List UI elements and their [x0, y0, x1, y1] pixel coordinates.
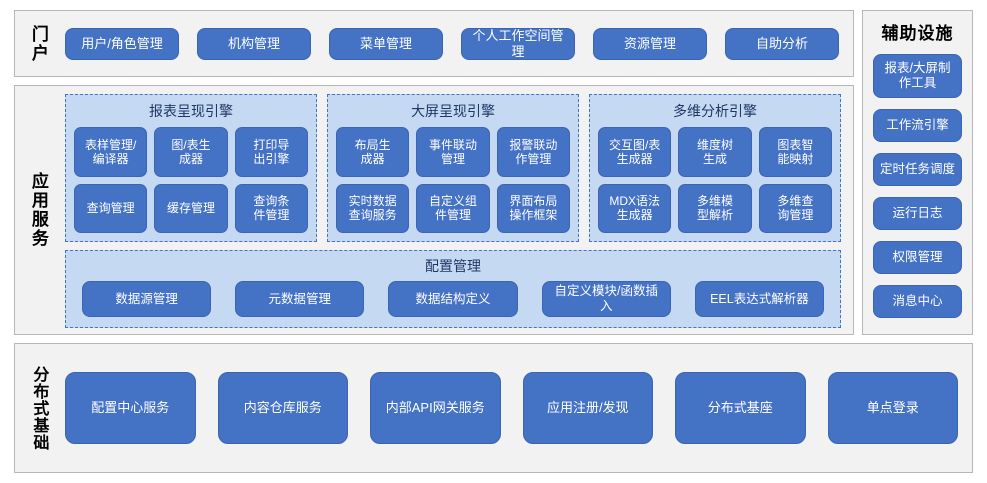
application-services-body: 报表呈现引擎 表样管理/ 编译器 图/表生 成器 打印导 出引擎 查询管理 缓存… — [61, 86, 853, 334]
engine-item-alarm-linkage-action-management[interactable]: 报警联动 作管理 — [496, 127, 570, 177]
portal-item-menu-management[interactable]: 菜单管理 — [329, 27, 443, 60]
auxiliary-facilities-section: 辅助设施 报表/大屏制 作工具 工作流引擎 定时任务调度 运行日志 权限管理 消… — [861, 10, 973, 335]
engine-item-query-condition-management[interactable]: 查询条 件管理 — [234, 183, 308, 233]
distributed-foundation-list: 配置中心服务 内容仓库服务 内部API网关服务 应用注册/发现 分布式基座 单点… — [61, 344, 972, 472]
engine-item-custom-component-management[interactable]: 自定义组 件管理 — [416, 183, 490, 233]
engine-item-query-management[interactable]: 查询管理 — [74, 183, 148, 233]
portal-item-personal-workspace-management[interactable]: 个人工作空间管理 — [461, 27, 575, 60]
engine-item-interactive-chart-table-generator[interactable]: 交互图/表 生成器 — [598, 127, 672, 177]
portal-button-list: 用户/角色管理 机构管理 菜单管理 个人工作空间管理 资源管理 自助分析 — [61, 11, 853, 76]
engine-item-cache-management[interactable]: 缓存管理 — [154, 183, 228, 233]
distributed-item-single-sign-on[interactable]: 单点登录 — [827, 372, 958, 444]
engine-item-template-management-compiler[interactable]: 表样管理/ 编译器 — [74, 127, 148, 177]
config-item-metadata-management[interactable]: 元数据管理 — [235, 281, 365, 317]
portal-item-self-service-analysis[interactable]: 自助分析 — [725, 27, 839, 60]
engine-item-multidimensional-query-management[interactable]: 多维查 询管理 — [758, 183, 832, 233]
engine-item-mdx-syntax-generator[interactable]: MDX语法 生成器 — [598, 183, 672, 233]
configuration-management-group: 配置管理 数据源管理 元数据管理 数据结构定义 自定义模块/函数插入 EEL表达… — [65, 250, 841, 328]
top-row: 门户 用户/角色管理 机构管理 菜单管理 个人工作空间管理 资源管理 自助分析 — [14, 10, 973, 77]
portal-section-label: 门户 — [28, 24, 48, 63]
distributed-foundation-section-label: 分布式基础 — [30, 365, 48, 451]
engine-item-ui-layout-operation-framework[interactable]: 界面布局 操作框架 — [496, 183, 570, 233]
configuration-management-items: 数据源管理 元数据管理 数据结构定义 自定义模块/函数插入 EEL表达式解析器 — [76, 281, 830, 319]
engine-title-multidimensional-analysis: 多维分析引擎 — [673, 103, 757, 119]
middle-row: 应用服务 报表呈现引擎 表样管理/ 编译器 图/表生 成器 打印导 出引擎 查询… — [14, 85, 973, 335]
engine-group-multidimensional-analysis: 多维分析引擎 交互图/表 生成器 维度树 生成 图表智 能映射 MDX语法 生成… — [589, 94, 841, 242]
config-item-datasource-management[interactable]: 数据源管理 — [82, 281, 212, 317]
distributed-item-content-repository-service[interactable]: 内容仓库服务 — [217, 372, 348, 444]
distributed-foundation-section: 分布式基础 配置中心服务 内容仓库服务 内部API网关服务 应用注册/发现 分布… — [14, 343, 973, 473]
configuration-management-title: 配置管理 — [425, 258, 481, 274]
engine-item-event-linkage-management[interactable]: 事件联动 管理 — [416, 127, 490, 177]
config-item-eel-expression-parser[interactable]: EEL表达式解析器 — [694, 281, 825, 317]
auxiliary-facilities-title: 辅助设施 — [881, 24, 954, 43]
config-item-custom-module-function-insertion[interactable]: 自定义模块/函数插入 — [541, 281, 671, 317]
aux-item-operation-log[interactable]: 运行日志 — [872, 197, 962, 230]
engine-title-report-rendering: 报表呈现引擎 — [149, 103, 233, 119]
engine-item-print-export-engine[interactable]: 打印导 出引擎 — [234, 127, 308, 177]
engine-group-report-rendering: 报表呈现引擎 表样管理/ 编译器 图/表生 成器 打印导 出引擎 查询管理 缓存… — [65, 94, 317, 242]
engine-group-large-screen-rendering: 大屏呈现引擎 布局生 成器 事件联动 管理 报警联动 作管理 实时数据 查询服务… — [327, 94, 579, 242]
aux-item-workflow-engine[interactable]: 工作流引擎 — [872, 109, 962, 142]
config-item-data-structure-definition[interactable]: 数据结构定义 — [388, 281, 518, 317]
engine-item-dimension-tree-generation[interactable]: 维度树 生成 — [678, 127, 752, 177]
portal-item-organization-management[interactable]: 机构管理 — [197, 27, 311, 60]
engine-items-large-screen-rendering: 布局生 成器 事件联动 管理 报警联动 作管理 实时数据 查询服务 自定义组 件… — [336, 127, 570, 233]
aux-item-report-dashboard-authoring-tool[interactable]: 报表/大屏制 作工具 — [872, 54, 962, 98]
distributed-item-internal-api-gateway-service[interactable]: 内部API网关服务 — [370, 372, 501, 444]
application-services-section-label: 应用服务 — [28, 172, 48, 248]
auxiliary-facilities-list: 报表/大屏制 作工具 工作流引擎 定时任务调度 运行日志 权限管理 消息中心 — [872, 54, 962, 324]
engine-item-layout-generator[interactable]: 布局生 成器 — [336, 127, 410, 177]
engine-items-report-rendering: 表样管理/ 编译器 图/表生 成器 打印导 出引擎 查询管理 缓存管理 查询条 … — [74, 127, 308, 233]
engine-item-multidimensional-model-parsing[interactable]: 多维模 型解析 — [678, 183, 752, 233]
aux-item-message-center[interactable]: 消息中心 — [872, 285, 962, 318]
portal-item-resource-management[interactable]: 资源管理 — [593, 27, 707, 60]
distributed-item-distributed-base[interactable]: 分布式基座 — [675, 372, 806, 444]
engine-title-large-screen-rendering: 大屏呈现引擎 — [411, 103, 495, 119]
portal-item-user-role-management[interactable]: 用户/角色管理 — [65, 27, 179, 60]
aux-item-scheduled-task-scheduling[interactable]: 定时任务调度 — [872, 153, 962, 186]
engine-item-chart-table-generator[interactable]: 图/表生 成器 — [154, 127, 228, 177]
distributed-item-app-registration-discovery[interactable]: 应用注册/发现 — [522, 372, 653, 444]
aux-item-permission-management[interactable]: 权限管理 — [872, 241, 962, 274]
application-services-section: 应用服务 报表呈现引擎 表样管理/ 编译器 图/表生 成器 打印导 出引擎 查询… — [14, 85, 854, 335]
engine-item-realtime-data-query-service[interactable]: 实时数据 查询服务 — [336, 183, 410, 233]
engine-items-multidimensional-analysis: 交互图/表 生成器 维度树 生成 图表智 能映射 MDX语法 生成器 多维模 型… — [598, 127, 832, 233]
distributed-item-config-center-service[interactable]: 配置中心服务 — [65, 372, 196, 444]
engines-row: 报表呈现引擎 表样管理/ 编译器 图/表生 成器 打印导 出引擎 查询管理 缓存… — [65, 94, 841, 242]
engine-item-chart-smart-mapping[interactable]: 图表智 能映射 — [758, 127, 832, 177]
portal-section: 门户 用户/角色管理 机构管理 菜单管理 个人工作空间管理 资源管理 自助分析 — [14, 10, 854, 77]
